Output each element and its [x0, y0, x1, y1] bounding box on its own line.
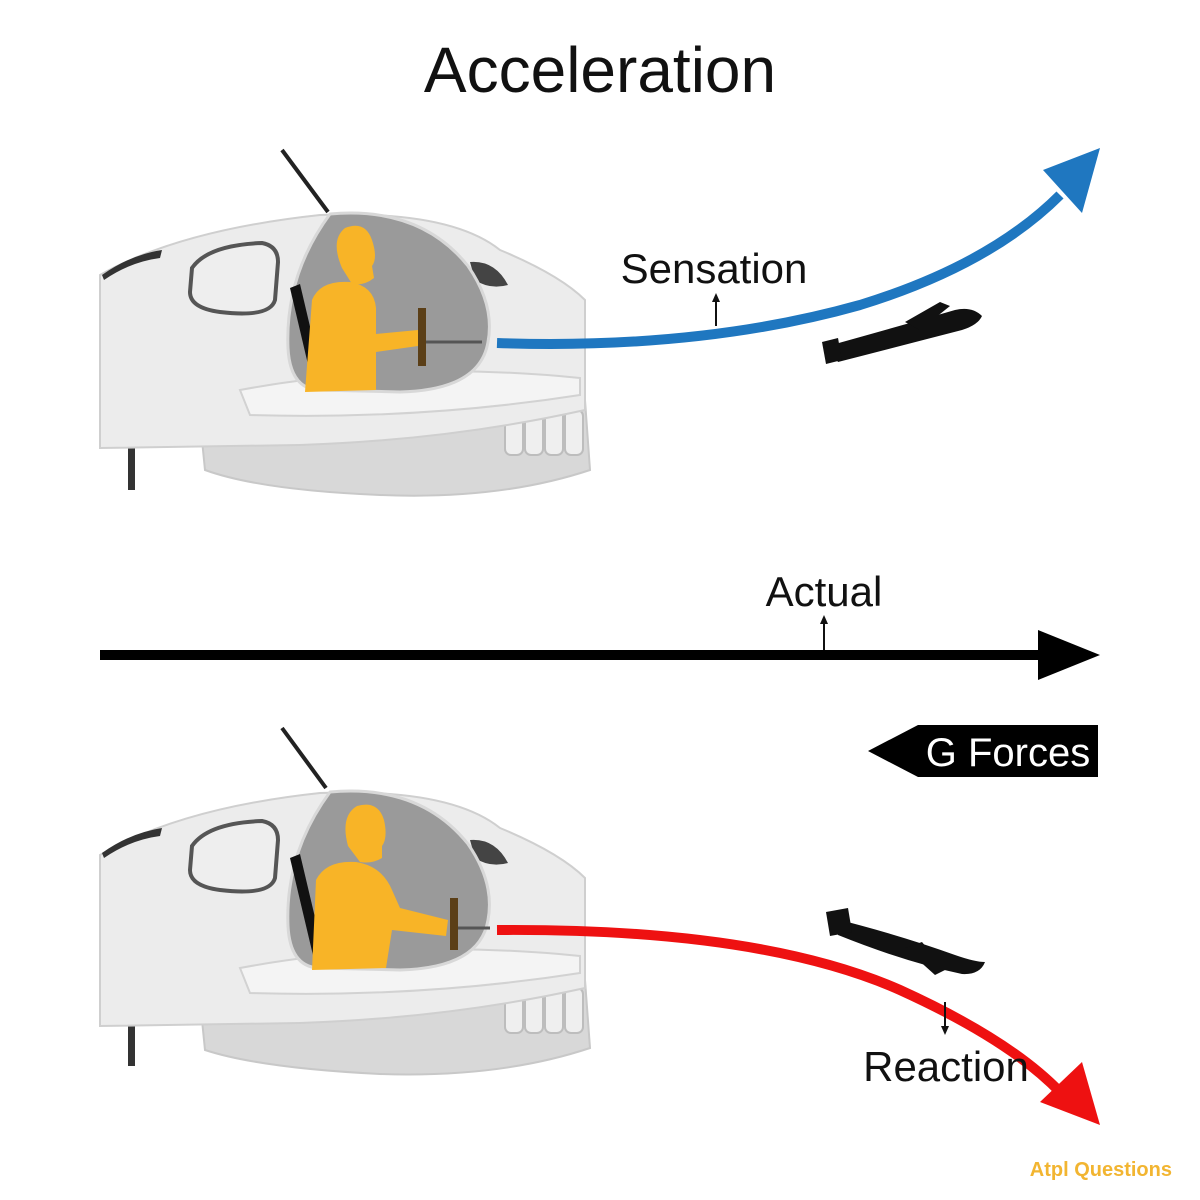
sensation-label: Sensation [621, 245, 808, 292]
windscreen-edge [102, 828, 162, 858]
reaction-label: Reaction [863, 1043, 1029, 1090]
sensation-arrow-line [496, 191, 1064, 349]
side-window [187, 818, 281, 894]
windscreen-edge [102, 250, 162, 280]
reaction-pointer-head [941, 1026, 949, 1035]
control-stick [450, 898, 458, 950]
aircraft-silhouette-nose-down [826, 908, 985, 975]
cowl-vent [470, 839, 508, 865]
control-stick [418, 308, 426, 366]
aircraft-cutaway-bottom [99, 726, 592, 1076]
reaction-arrow-line [496, 924, 1064, 1096]
pilot-silhouette [305, 225, 418, 392]
actual-label: Actual [766, 568, 883, 615]
side-window [187, 240, 281, 316]
reaction-arrow-head [1040, 1062, 1100, 1125]
actual-arrow-head [1038, 630, 1100, 680]
g-forces-tag: G Forces [868, 725, 1098, 777]
g-forces-arrow-shape [868, 725, 1098, 777]
pilot-silhouette [312, 804, 448, 970]
cowl-vent [470, 261, 508, 287]
sensation-arrow [496, 148, 1100, 349]
gear-strut [128, 445, 135, 490]
antenna [280, 148, 330, 214]
actual-arrow [100, 630, 1100, 680]
sensation-pointer-head [712, 293, 720, 302]
antenna [280, 726, 328, 790]
gear-strut [128, 1022, 135, 1066]
reaction-arrow [496, 924, 1100, 1125]
sensation-arrow-head [1043, 148, 1100, 213]
brand-watermark: Atpl Questions [1030, 1159, 1172, 1181]
aircraft-cutaway-top [99, 148, 592, 497]
diagram-title: Acceleration [424, 34, 776, 106]
actual-pointer-head [820, 615, 828, 624]
aircraft-silhouette-nose-up [822, 302, 982, 364]
g-forces-label: G Forces [926, 731, 1090, 775]
